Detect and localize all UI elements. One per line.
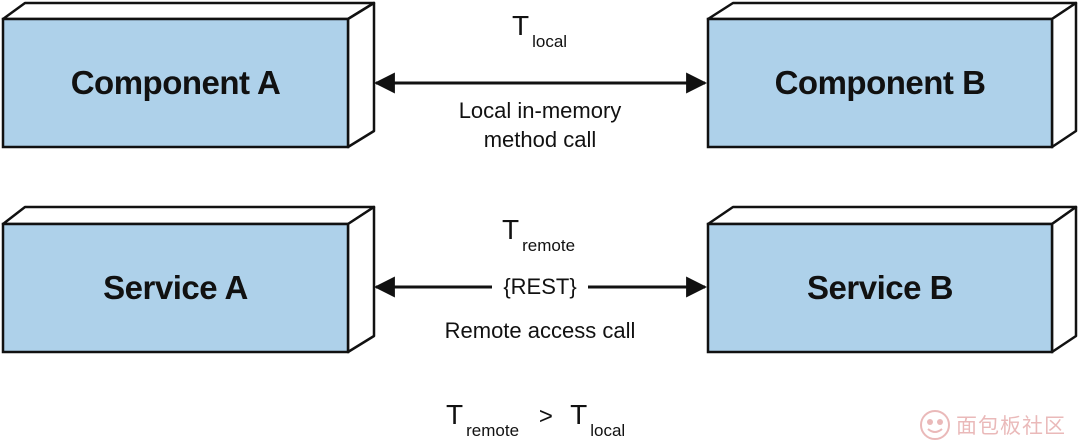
service-b-label: Service B <box>807 269 953 306</box>
t-local-label: Tlocal <box>512 10 567 51</box>
component-a-side-face <box>346 1 376 149</box>
logo-icon <box>920 410 950 440</box>
service-b-front-face <box>706 222 1054 354</box>
service-b-top-face <box>706 205 1078 226</box>
t-remote-subscript: remote <box>522 236 576 255</box>
component-b-top-face <box>706 1 1078 21</box>
inequality-left-symbol: T <box>446 399 464 430</box>
component-a-front-face <box>1 17 350 149</box>
component-b-side-face <box>1050 1 1078 149</box>
inequality-left-subscript: remote <box>466 421 520 440</box>
t-remote-label: Tremote <box>502 214 575 255</box>
inequality-expression: Tremote > Tlocal <box>446 399 625 440</box>
component-b-box <box>706 1 1078 149</box>
service-a-box <box>1 205 376 354</box>
component-b-label: Component B <box>774 64 986 101</box>
inequality-right-symbol: T <box>570 399 588 430</box>
watermark-text: 面包板社区 <box>956 415 1066 438</box>
service-a-label: Service A <box>103 269 248 306</box>
t-remote-symbol: T <box>502 214 520 245</box>
inequality-operator: > <box>538 403 553 430</box>
rest-protocol-label: {REST} <box>503 274 577 299</box>
remote-call-caption: Remote access call <box>444 318 636 343</box>
service-a-top-face <box>1 205 376 226</box>
service-a-front-face <box>1 222 350 354</box>
local-call-caption-line1: Local in-memory <box>458 98 622 123</box>
local-call-caption: Local in-memory method call <box>390 96 690 154</box>
local-call-caption-line2: method call <box>483 127 597 152</box>
service-a-side-face <box>346 205 376 354</box>
component-a-top-face <box>1 1 376 21</box>
component-b-front-face <box>706 17 1054 149</box>
service-b-box <box>706 205 1078 354</box>
watermark: 面包板社区 <box>918 408 1066 442</box>
t-local-symbol: T <box>512 10 530 41</box>
component-a-box <box>1 1 376 149</box>
service-b-side-face <box>1050 205 1078 354</box>
component-a-label: Component A <box>70 64 281 101</box>
inequality-right-subscript: local <box>590 421 626 440</box>
t-local-subscript: local <box>532 32 568 51</box>
